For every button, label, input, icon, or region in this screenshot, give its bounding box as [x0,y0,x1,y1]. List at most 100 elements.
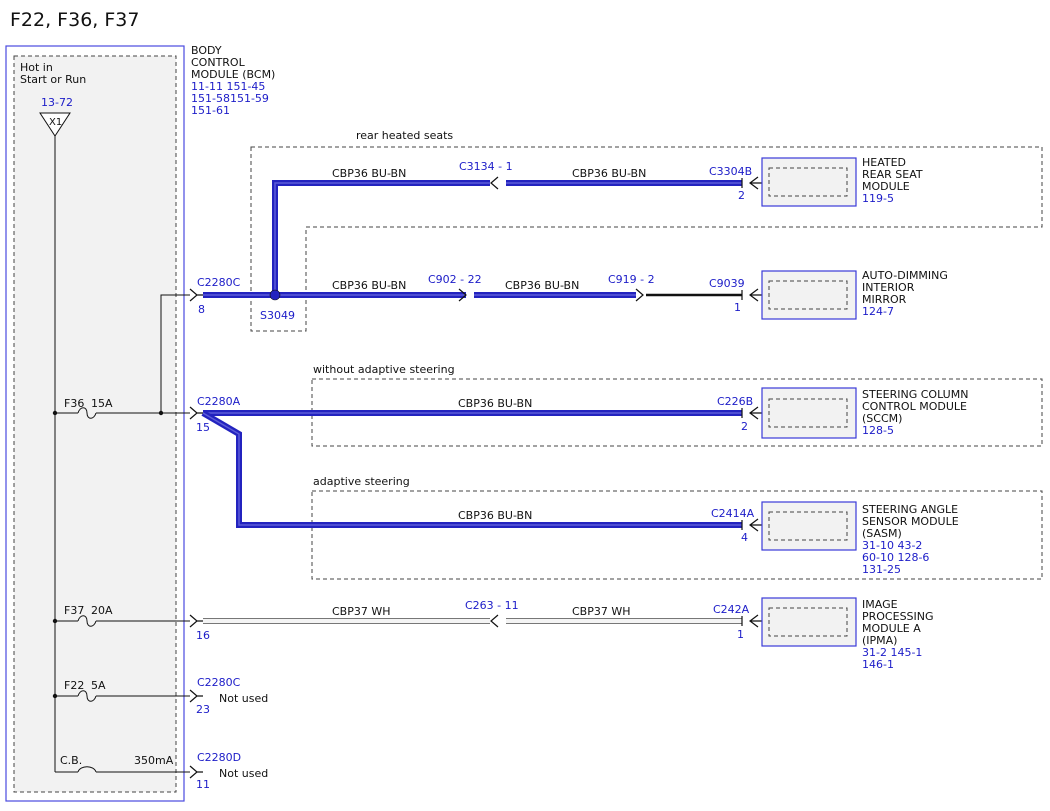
hrsm-name-3: MODULE [862,180,910,193]
c2280a-name[interactable]: C2280A [197,395,241,408]
ipma-connector[interactable]: C242A [713,603,750,616]
c263-label[interactable]: C263 - 11 [465,599,519,612]
wire-label-3: CBP36 BU-BN [332,279,406,292]
f36-name: F36 [64,397,84,410]
wire-label-5: CBP36 BU-BN [458,397,532,410]
sccm-name-1: STEERING COLUMN [862,388,968,401]
sasm-name-1: STEERING ANGLE [862,503,958,516]
c2280d-name[interactable]: C2280D [197,751,241,764]
adim-name-3: MIRROR [862,293,907,306]
f36-branch-wire [160,294,190,413]
c2280c-top-pin: 8 [198,303,205,316]
power-label-line-1: Hot in [20,61,53,74]
c919-label[interactable]: C919 - 2 [608,273,655,286]
sccm-connector[interactable]: C226B [717,395,753,408]
sccm-name-3: (SCCM) [862,412,902,425]
c3134-connector-icon [490,176,499,190]
c2280c-bottom-name[interactable]: C2280C [197,676,241,689]
group-label-without-adaptive: without adaptive steering [313,363,455,376]
bcm-name-line-1: BODY [191,44,222,57]
f22-name: F22 [64,679,84,692]
c2280a-pin-16-icon [189,614,203,628]
sasm-ref-3[interactable]: 131-25 [862,563,901,576]
c3134-label[interactable]: C3134 - 1 [459,160,513,173]
ipma-name-3: MODULE A [862,622,921,635]
sasm-name-2: SENSOR MODULE [862,515,959,528]
c2280c-bottom-pin: 23 [196,703,210,716]
sasm-pin: 4 [741,531,748,544]
bus-junction-f37 [52,618,58,624]
sasm-name-3: (SASM) [862,527,902,540]
f37-fuse-icon [77,615,97,627]
cb-rating: 350mA [134,754,174,767]
splice-s3049-icon [269,289,281,301]
wire-label-7: CBP37 WH [332,605,391,618]
bcm-outline [5,45,185,802]
power-label-line-2: Start or Run [20,73,86,86]
c2280c-top-name[interactable]: C2280C [197,276,241,289]
wire-label-4: CBP36 BU-BN [505,279,579,292]
not-used-label-2: Not used [219,767,268,780]
wire-label-1: CBP36 BU-BN [332,167,406,180]
c263-connector-icon [490,614,499,628]
f36-rating: 15A [91,397,113,410]
group-box-without-adaptive [311,378,1043,447]
f22-rating: 5A [91,679,106,692]
ipma-ref-1[interactable]: 31-2 145-1 [862,646,922,659]
f22-fuse-icon [77,690,97,702]
bus-junction-f22 [52,693,58,699]
adim-ref-1[interactable]: 124-7 [862,305,894,318]
bcm-ref-2[interactable]: 151-58151-59 [191,92,269,105]
hrsm-connector[interactable]: C3304B [709,165,752,178]
sccm-pin: 2 [741,420,748,433]
c919-connector-icon [635,288,644,302]
ipma-ref-2[interactable]: 146-1 [862,658,894,671]
c2280d-pin-11-icon [189,765,203,779]
bcm-name-line-3: MODULE (BCM) [191,68,275,81]
hrsm-pin: 2 [738,189,745,202]
ipma-name-4: (IPMA) [862,634,897,647]
c2280c-pin-8-icon [189,288,203,302]
branch-junction [158,410,164,416]
hrsm-name-1: HEATED [862,156,906,169]
adim-pin: 1 [734,301,741,314]
adim-name-1: AUTO-DIMMING [862,269,948,282]
f36-fuse-icon [77,407,97,419]
bcm-ref-3[interactable]: 151-61 [191,104,230,117]
sasm-ref-2[interactable]: 60-10 128-6 [862,551,929,564]
adim-connector[interactable]: C9039 [709,277,745,290]
c902-label[interactable]: C902 - 22 [428,273,482,286]
adim-name-2: INTERIOR [862,281,915,294]
power-connector-label: X1 [49,117,62,128]
sccm-ref-1[interactable]: 128-5 [862,424,894,437]
splice-label[interactable]: S3049 [260,309,295,322]
sasm-connector[interactable]: C2414A [711,507,755,520]
group-box-rear-heated-seats [250,146,1043,332]
c2280a-pin-15-icon [189,406,203,420]
c2280a-pin-15: 15 [196,421,210,434]
c902-connector-icon [458,288,467,302]
c2280c-pin-23-icon [189,689,203,703]
c2280d-pin: 11 [196,778,210,791]
f37-name: F37 [64,604,84,617]
page-title: F22, F36, F37 [10,9,139,31]
sccm-name-2: CONTROL MODULE [862,400,967,413]
ipma-name-2: PROCESSING [862,610,934,623]
wire-label-8: CBP37 WH [572,605,631,618]
power-ref[interactable]: 13-72 [41,96,73,109]
power-distribution-box [13,55,177,793]
wire-label-2: CBP36 BU-BN [572,167,646,180]
cb-name: C.B. [60,754,82,767]
bcm-ref-1[interactable]: 11-11 151-45 [191,80,265,93]
ipma-name-1: IMAGE [862,598,898,611]
bcm-name-line-2: CONTROL [191,56,246,69]
c2280a-pin-16: 16 [196,629,210,642]
sasm-ref-1[interactable]: 31-10 43-2 [862,539,922,552]
ipma-pin: 1 [737,628,744,641]
power-connector-icon [39,112,71,137]
hrsm-name-2: REAR SEAT [862,168,923,181]
group-label-adaptive: adaptive steering [313,475,410,488]
hrsm-ref-1[interactable]: 119-5 [862,192,894,205]
circuit-breaker-icon [77,766,97,773]
